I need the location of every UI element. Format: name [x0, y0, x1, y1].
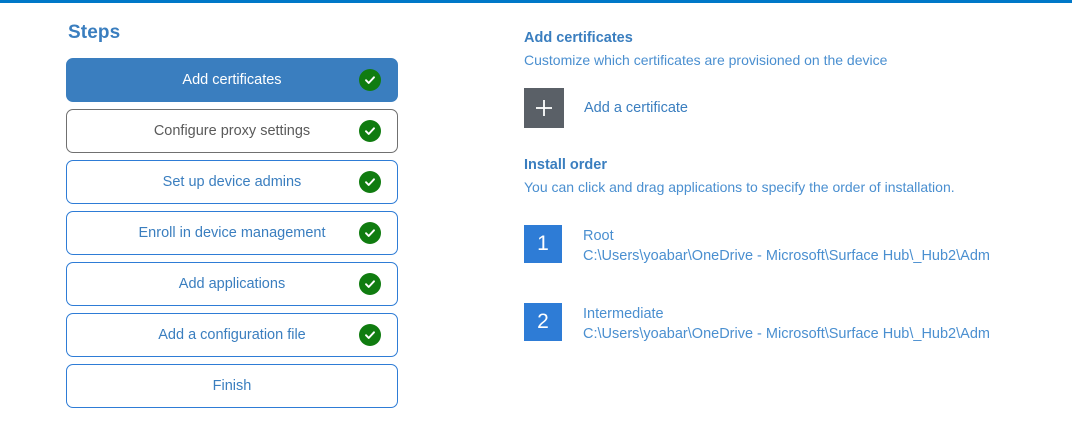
install-order-index: 1: [524, 225, 562, 264]
detail-panel: Add certificates Customize which certifi…: [524, 30, 1014, 381]
step-item-add-certificates[interactable]: Add certificates: [66, 58, 398, 102]
step-item-add-applications[interactable]: Add applications: [66, 262, 398, 306]
steps-panel: Steps Add certificates Configure proxy s…: [66, 22, 398, 415]
step-label: Configure proxy settings: [153, 122, 311, 139]
install-order-text: Intermediate C:\Users\yoabar\OneDrive - …: [583, 303, 990, 344]
steps-heading: Steps: [68, 22, 121, 43]
plus-icon: [524, 88, 564, 129]
step-label: Finish: [212, 377, 252, 394]
install-order-path: C:\Users\yoabar\OneDrive - Microsoft\Sur…: [583, 248, 990, 265]
install-order-description: You can click and drag applications to s…: [524, 179, 955, 196]
step-item-enroll-in-device-management[interactable]: Enroll in device management: [66, 211, 398, 255]
step-item-finish[interactable]: Finish: [66, 364, 398, 408]
add-certificate-label: Add a certificate: [584, 100, 688, 117]
step-label: Add a configuration file: [158, 326, 306, 343]
step-item-add-a-configuration-file[interactable]: Add a configuration file: [66, 313, 398, 357]
check-circle-icon: [359, 324, 381, 346]
step-label: Enroll in device management: [138, 224, 326, 241]
install-order-name: Root: [583, 228, 614, 245]
step-label: Add applications: [178, 275, 286, 292]
step-item-set-up-device-admins[interactable]: Set up device admins: [66, 160, 398, 204]
install-order-name: Intermediate: [583, 306, 664, 323]
add-certificate-button[interactable]: Add a certificate: [524, 88, 688, 129]
install-order-list: 1 Root C:\Users\yoabar\OneDrive - Micros…: [524, 225, 1014, 344]
install-order-item[interactable]: 1 Root C:\Users\yoabar\OneDrive - Micros…: [524, 225, 1011, 266]
step-label: Set up device admins: [162, 173, 302, 190]
detail-panel-title: Add certificates: [524, 30, 633, 46]
install-order-index: 2: [524, 303, 562, 342]
check-circle-icon: [359, 273, 381, 295]
step-label: Add certificates: [182, 71, 282, 88]
install-order-text: Root C:\Users\yoabar\OneDrive - Microsof…: [583, 225, 990, 266]
top-accent-bar: [0, 0, 1072, 3]
check-circle-icon: [359, 120, 381, 142]
check-circle-icon: [359, 171, 381, 193]
install-order-title: Install order: [524, 157, 607, 174]
check-circle-icon: [359, 222, 381, 244]
install-order-item[interactable]: 2 Intermediate C:\Users\yoabar\OneDrive …: [524, 303, 1011, 344]
install-order-path: C:\Users\yoabar\OneDrive - Microsoft\Sur…: [583, 326, 990, 343]
install-order-section: Install order You can click and drag app…: [524, 157, 1014, 344]
step-item-configure-proxy-settings[interactable]: Configure proxy settings: [66, 109, 398, 153]
check-circle-icon: [359, 69, 381, 91]
detail-panel-subtitle: Customize which certificates are provisi…: [524, 52, 888, 68]
